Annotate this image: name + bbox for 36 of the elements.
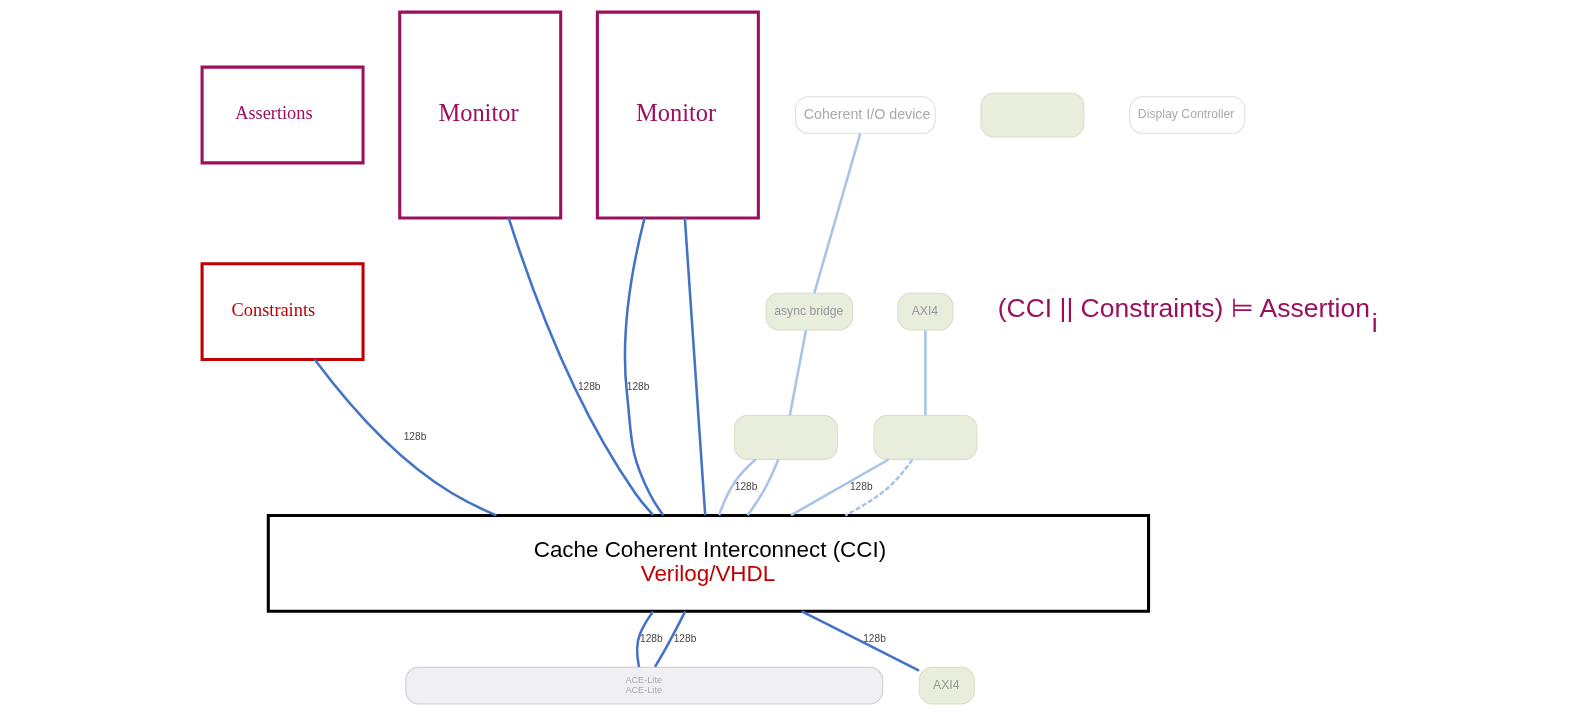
node-box: async bridge — [765, 292, 853, 331]
connector — [812, 133, 861, 294]
edge-label: 128b — [673, 632, 696, 644]
edge-label: 128b — [849, 480, 873, 492]
edge-label: 128b — [639, 632, 663, 644]
connector — [717, 458, 756, 516]
edge-label: 128b — [577, 381, 601, 393]
connector — [683, 218, 706, 516]
edge-label: 128b — [734, 480, 757, 492]
node-box: Coherent I/O device — [794, 96, 936, 134]
connector — [789, 458, 889, 517]
node-box: Monitor — [397, 10, 562, 220]
connector — [800, 610, 920, 672]
connector — [507, 217, 654, 516]
connector — [844, 458, 913, 517]
node-box: Assertions — [200, 65, 365, 165]
connector — [313, 358, 497, 517]
connector — [635, 610, 654, 668]
edge-label: 128b — [862, 632, 886, 644]
node-box: AXI4 — [896, 292, 953, 331]
edge-label: 128b — [403, 431, 426, 443]
node-box: Display Controller — [1128, 96, 1245, 134]
connector — [623, 217, 664, 516]
connector — [788, 329, 807, 416]
node-box: Cache Coherent Interconnect (CCI) Verilog/VHDL — [266, 513, 1150, 613]
node-box — [979, 92, 1084, 138]
node-box: Constraints — [200, 262, 365, 362]
node-box — [873, 415, 977, 460]
node-box: AXI4 — [918, 666, 975, 705]
node-box: Monitor — [595, 10, 760, 220]
node-box — [733, 415, 838, 460]
connector — [746, 459, 779, 517]
connector — [923, 330, 927, 416]
connector — [653, 610, 686, 668]
edge-label: 128b — [626, 381, 649, 393]
node-box: ACE-Lite ACE-Lite — [404, 666, 883, 705]
